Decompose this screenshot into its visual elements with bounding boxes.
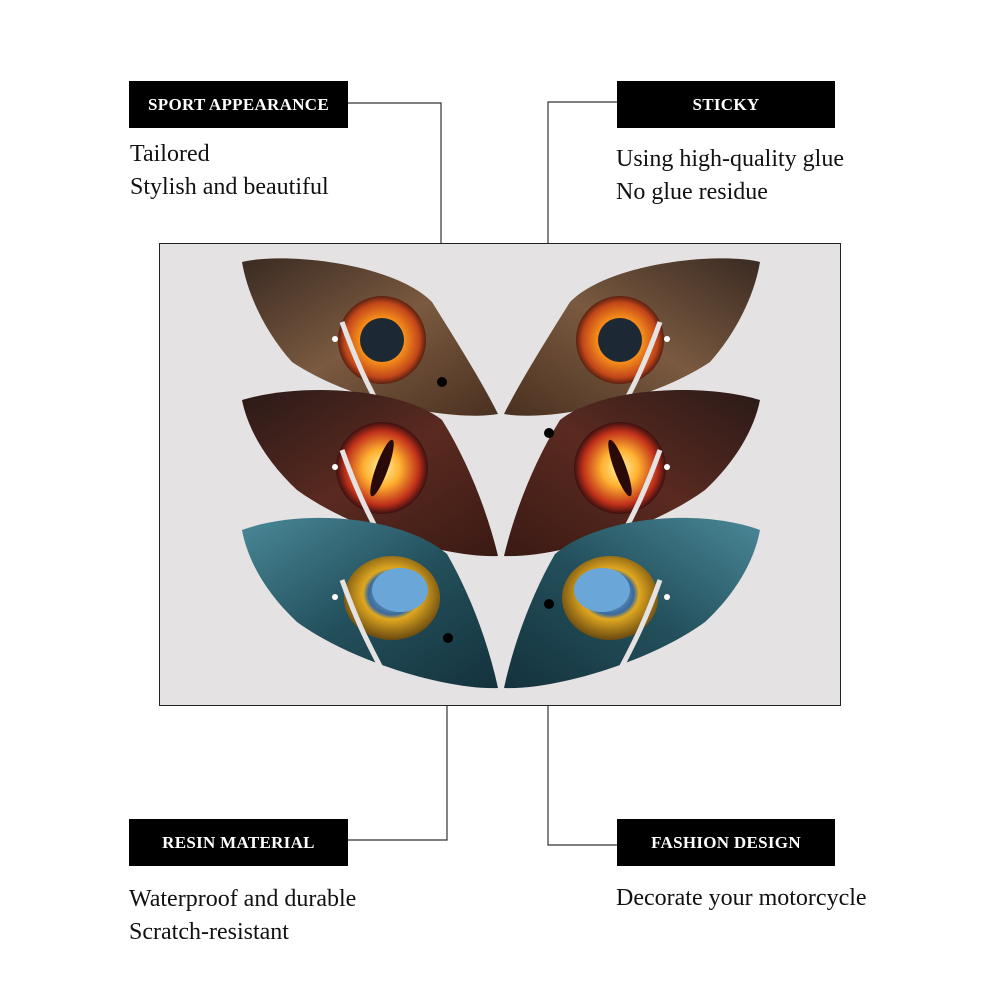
left-eye-sticker-bottom [242, 517, 498, 689]
right-eye-sticker-bottom [504, 517, 760, 689]
sport-line-2: Stylish and beautiful [130, 174, 329, 200]
fashion-design-tag: FASHION DESIGN [617, 819, 835, 866]
left-eye-sticker-middle [242, 389, 498, 557]
resin-material-description: Waterproof and durable Scratch-resistant [129, 883, 356, 949]
product-image-panel [159, 243, 841, 706]
sport-line-1: Tailored [130, 141, 210, 167]
resin-line-1: Waterproof and durable [129, 886, 357, 912]
eye-stickers-illustration [242, 258, 760, 689]
sport-appearance-description: Tailored Stylish and beautiful [130, 138, 329, 204]
resin-line-2: Scratch-resistant [129, 919, 289, 945]
sticky-line-1: Using high-quality glue [616, 146, 844, 172]
callout-dot-sticky [544, 428, 554, 438]
sticky-description: Using high-quality glue No glue residue [616, 143, 844, 209]
left-eye-sticker-top [242, 258, 498, 416]
resin-material-tag: RESIN MATERIAL [129, 819, 348, 866]
sport-appearance-tag: SPORT APPEARANCE [129, 81, 348, 128]
sticky-tag: STICKY [617, 81, 835, 128]
fashion-line-1: Decorate your motorcycle [616, 885, 867, 911]
fashion-design-description: Decorate your motorcycle [616, 882, 867, 915]
right-eye-sticker-middle [504, 389, 760, 557]
sticky-line-2: No glue residue [616, 179, 768, 205]
right-eye-sticker-top [504, 258, 760, 416]
